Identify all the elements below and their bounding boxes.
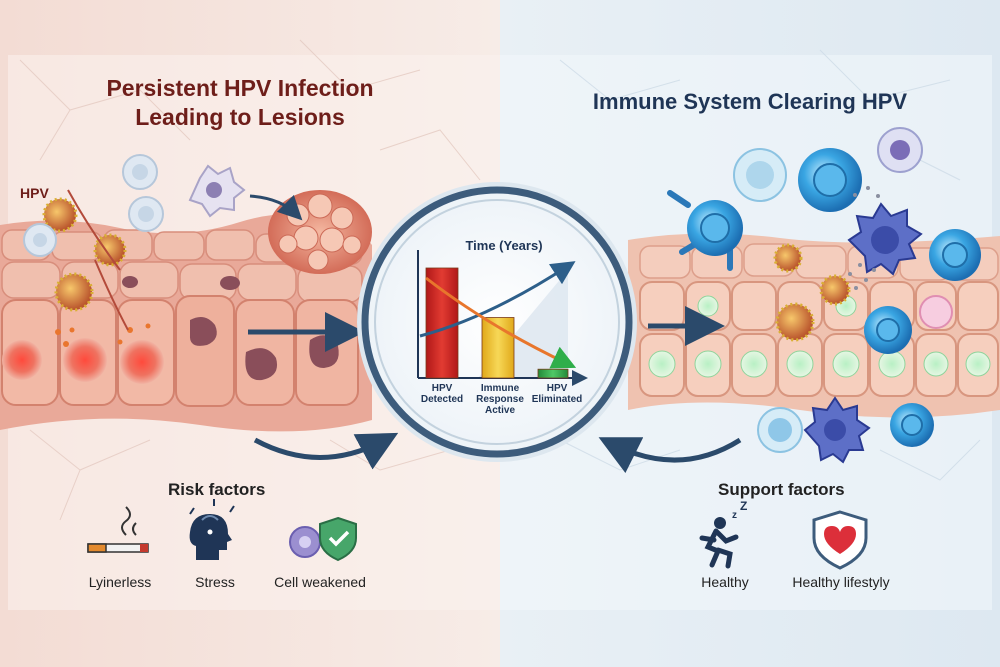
support-factors-heading: Support factors [718, 480, 845, 499]
lesion-mass [268, 190, 372, 274]
chart-trend-up-line [419, 261, 576, 338]
support-factor-label-lifestyle: Healthy lifestyly [792, 574, 890, 590]
svg-text:Z: Z [740, 499, 747, 513]
risk-factors-heading: Risk factors [168, 480, 266, 499]
progression-arrow [249, 194, 303, 221]
immune-cells-right [667, 127, 981, 464]
risk-factor-label-smoking: Lyinerless [88, 574, 152, 590]
chart-bar-1 [425, 267, 459, 379]
hpv-virus-label: HPV [20, 185, 49, 201]
left-title-line1: Persistent HPV Infection [106, 75, 374, 101]
shield-check-icon [289, 516, 357, 562]
chart-title: Time (Years) [465, 238, 542, 253]
infection-path-arrows [67, 189, 129, 331]
right-panel-title: Immune System Clearing HPV [592, 89, 908, 114]
right-curved-arrow [598, 437, 742, 474]
heart-shield-icon [812, 510, 868, 570]
runner-icon: z Z [699, 499, 747, 569]
hpv-virus-particles-right [773, 243, 851, 342]
chart-trend-down-line [425, 276, 577, 369]
risk-factor-label-cell-weakened: Cell weakened [274, 574, 366, 590]
left-tissue [0, 190, 372, 432]
left-curved-arrow [253, 432, 399, 470]
left-title-line2: Leading to Lesions [135, 103, 345, 130]
chart-bar-3 [537, 368, 569, 379]
cigarette-icon [87, 506, 149, 553]
stressed-head-icon [189, 499, 235, 560]
left-panel-title: Persistent HPV Infection Leading to Lesi… [60, 74, 420, 132]
hpv-virus-particles-left [42, 197, 127, 312]
weak-immune-cells-left [23, 154, 246, 257]
svg-text:z: z [732, 510, 737, 521]
risk-factor-label-stress: Stress [195, 574, 235, 590]
support-factor-label-healthy: Healthy [701, 574, 749, 590]
background-network-left [19, 39, 481, 521]
